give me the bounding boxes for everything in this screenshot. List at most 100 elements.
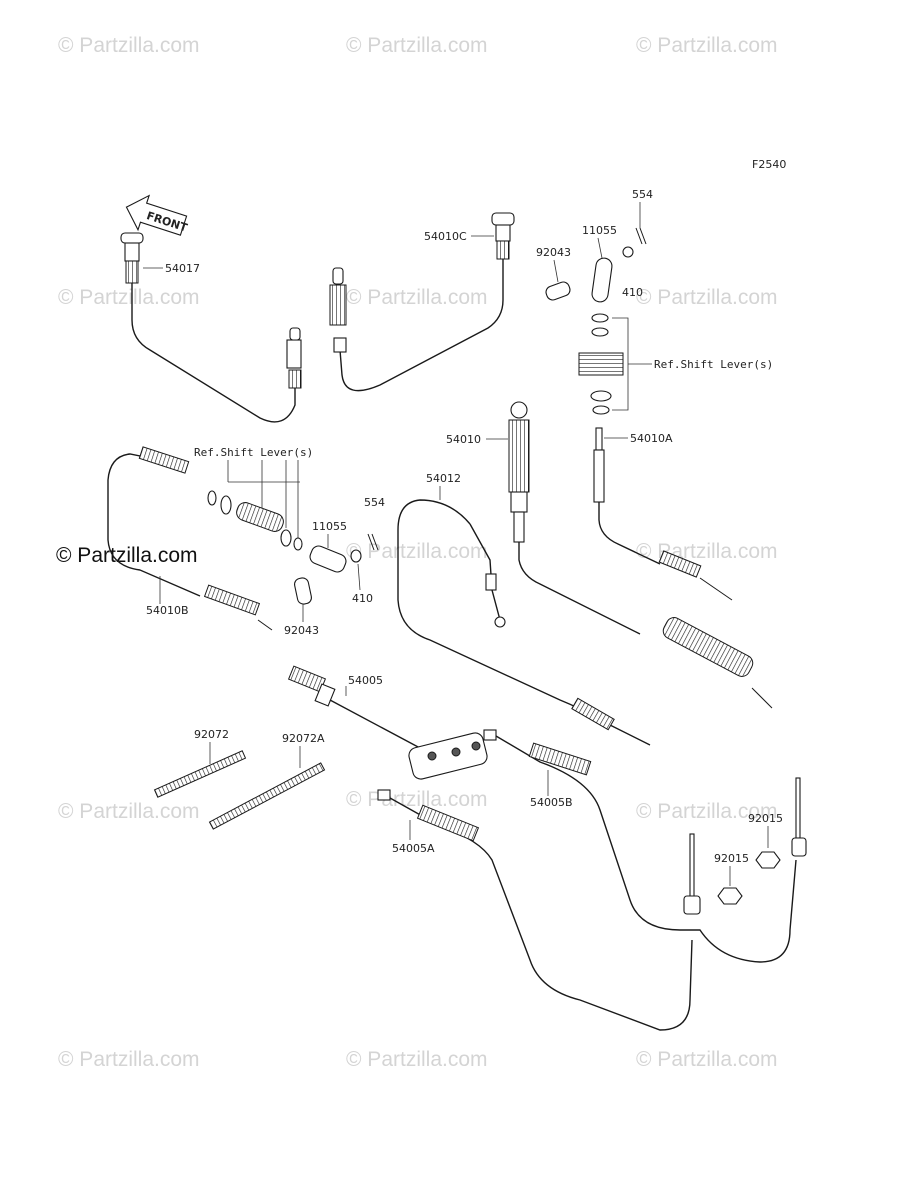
watermark: © Partzilla.com	[346, 34, 488, 57]
leader-line	[357, 563, 361, 591]
cable-54012: 54012	[397, 472, 651, 746]
cable-fitting	[333, 337, 347, 353]
leader-line	[597, 237, 603, 259]
junction-bolt	[451, 747, 461, 757]
cable-end-fitting	[683, 895, 701, 915]
callout-554-mid: 554	[364, 496, 385, 509]
callout-11055-top: 11055	[582, 224, 617, 237]
washer	[590, 390, 612, 402]
leader-bracket	[612, 317, 652, 411]
cable-54010C: 54010C	[329, 212, 515, 392]
cable-54010: 54010	[446, 401, 773, 709]
callout-410-top: 410	[622, 286, 643, 299]
cable-end	[494, 616, 506, 628]
junction-bolt	[471, 741, 481, 751]
callout-410-mid: 410	[352, 592, 373, 605]
cable-boot	[329, 284, 347, 326]
hex-nut	[755, 851, 781, 869]
shift-lever-assembly-top: 554 11055 92043 410 Ref.Shift Lever(s)	[536, 188, 773, 415]
cable-line	[598, 502, 661, 565]
watermark: © Partzilla.com	[636, 1048, 778, 1071]
junction-fitting	[483, 729, 497, 741]
cable-branch	[469, 523, 501, 621]
callout-54012: 54012	[426, 472, 461, 485]
cable-tie	[153, 750, 247, 798]
watermark: © Partzilla.com	[636, 286, 778, 309]
cable-54010B: 54010B	[107, 446, 273, 631]
watermark: © Partzilla.com	[58, 286, 200, 309]
cable-tie-92072: 92072	[153, 728, 247, 798]
callout-92043-top: 92043	[536, 246, 571, 259]
shift-lever-assembly-mid: Ref.Shift Lever(s) 554 11055 410 92043	[194, 446, 385, 637]
cable-line	[518, 542, 641, 635]
washer	[220, 495, 232, 515]
cotter-pin-554	[635, 227, 647, 245]
cable-eye	[510, 401, 528, 419]
cable-end-rod	[257, 619, 273, 631]
cable-end-rod	[699, 577, 733, 601]
nut-92015-left: 92015	[714, 852, 749, 905]
watermark-layer: © Partzilla.com © Partzilla.com © Partzi…	[56, 34, 778, 1071]
cable-54010A: 54010A	[593, 427, 733, 601]
cable-fitting	[495, 224, 511, 242]
cable-fitting	[485, 573, 497, 591]
cable-54005: 54005	[287, 665, 497, 801]
cable-fitting	[510, 491, 528, 513]
callout-ref-shift-right: Ref.Shift Lever(s)	[654, 358, 773, 371]
junction-bolt	[427, 751, 437, 761]
cable-end-knob	[491, 212, 515, 226]
cable-line	[389, 797, 693, 1031]
cable-housing	[593, 449, 605, 503]
cable-tie	[208, 762, 326, 830]
watermark: © Partzilla.com	[346, 788, 488, 811]
callout-92072A: 92072A	[282, 732, 325, 745]
callout-54005A: 54005A	[392, 842, 435, 855]
clip	[207, 490, 217, 506]
cable-end	[289, 327, 301, 341]
callout-54010A: 54010A	[630, 432, 673, 445]
watermark: © Partzilla.com	[58, 1048, 200, 1071]
callout-554-top: 554	[632, 188, 653, 201]
clip	[592, 405, 610, 415]
watermark-prominent: © Partzilla.com	[56, 544, 198, 567]
cable-boot	[508, 419, 530, 493]
cable-54005B: 54005B	[495, 735, 807, 963]
callout-92015-left: 92015	[714, 852, 749, 865]
callout-11055-mid: 11055	[312, 520, 347, 533]
cable-end-knob	[120, 232, 144, 244]
figure-code: F2540	[752, 158, 786, 171]
washer-410	[622, 246, 634, 258]
cable-line	[495, 735, 797, 963]
callout-54010C: 54010C	[424, 230, 467, 243]
cable-housing	[513, 511, 525, 543]
callout-54010B: 54010B	[146, 604, 189, 617]
hex-nut	[717, 887, 743, 905]
leader-line	[553, 259, 559, 283]
cable-boot	[416, 804, 480, 842]
callout-ref-shift-left: Ref.Shift Lever(s)	[194, 446, 313, 459]
callout-54017: 54017	[165, 262, 200, 275]
cable-line	[131, 283, 296, 423]
junction-fitting	[377, 789, 391, 801]
threaded-rod	[689, 833, 695, 899]
cotter-pin-554	[367, 533, 379, 551]
cable-rod	[595, 427, 603, 451]
callout-92072: 92072	[194, 728, 229, 741]
watermark: © Partzilla.com	[636, 34, 778, 57]
callout-92015-right: 92015	[748, 812, 783, 825]
cable-adjuster	[658, 550, 702, 578]
cable-end	[332, 267, 344, 285]
front-arrow-shape	[125, 194, 188, 236]
pin-92043	[545, 281, 571, 301]
cable-adjuster	[496, 240, 510, 260]
cable-boot-lower	[662, 617, 754, 677]
cable-line	[329, 699, 421, 749]
bracket-11055	[591, 257, 613, 303]
cable-tie-92072A: 92072A	[208, 732, 326, 830]
cable-end-fitting	[791, 837, 807, 857]
callout-92043-mid: 92043	[284, 624, 319, 637]
cable-end-rod	[751, 687, 773, 709]
watermark: © Partzilla.com	[58, 34, 200, 57]
